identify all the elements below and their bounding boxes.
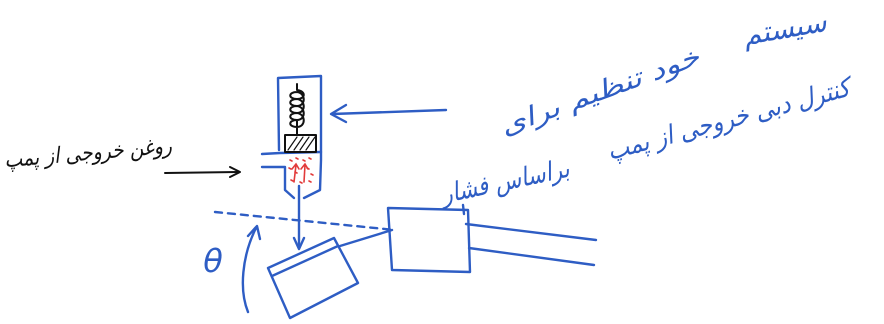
valve-assembly bbox=[262, 76, 321, 249]
pressure-arrow-left bbox=[292, 164, 299, 182]
plate-link-line bbox=[340, 230, 392, 246]
annotation-arrow bbox=[331, 105, 446, 122]
pressure-marks bbox=[289, 158, 313, 183]
angle-symbol: θ bbox=[203, 242, 223, 280]
annotation-line-3: براساس فشار bbox=[436, 154, 572, 211]
pump-block-tick bbox=[463, 205, 464, 214]
pressure-arrow-right bbox=[301, 164, 308, 182]
pressure-dots bbox=[289, 158, 313, 183]
swash-plate bbox=[268, 238, 358, 318]
angle-arrow-curve bbox=[243, 228, 256, 312]
pump-outlet-label: روغن خروجی از پمپ bbox=[3, 134, 173, 174]
valve-port-bottom bbox=[262, 167, 294, 198]
shaft-line-top bbox=[466, 224, 596, 240]
pump-block bbox=[388, 208, 470, 272]
outlet-arrow-shaft bbox=[165, 172, 238, 173]
shaft-line-bottom bbox=[469, 248, 594, 265]
outlet-arrow bbox=[165, 167, 240, 177]
title-word: سیستم bbox=[741, 5, 830, 52]
reference-dashed-line bbox=[215, 212, 395, 230]
swash-plate-outline bbox=[268, 238, 358, 318]
angle-arrow bbox=[243, 226, 260, 312]
spring-coil bbox=[290, 84, 304, 134]
spool-hatching bbox=[288, 137, 315, 150]
annotation-arrow-shaft bbox=[332, 110, 446, 114]
